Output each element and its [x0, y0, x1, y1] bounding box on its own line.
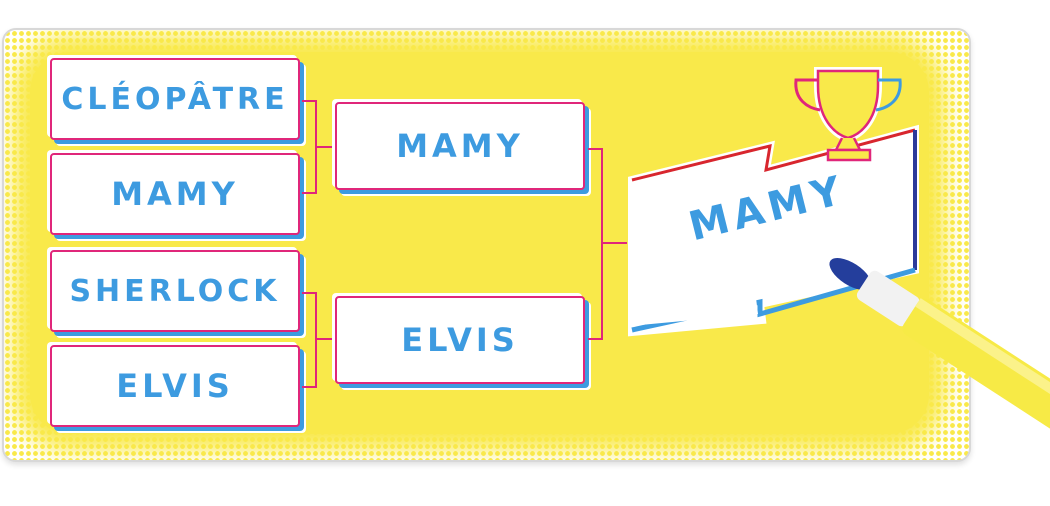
round1-slot-4[interactable]: ELVIS	[50, 345, 300, 427]
round1-slot-3[interactable]: SHERLOCK	[50, 250, 300, 332]
connector	[588, 338, 602, 340]
connector	[315, 146, 335, 148]
round2-slot-2[interactable]: ELVIS	[335, 296, 585, 384]
round1-slot-1[interactable]: CLÉOPÂTRE	[50, 58, 300, 140]
connector	[315, 292, 317, 388]
connector	[302, 386, 316, 388]
trophy-icon	[794, 67, 902, 162]
round1-slot-2[interactable]: MAMY	[50, 153, 300, 235]
connector	[315, 338, 335, 340]
connector	[601, 242, 627, 244]
connector	[302, 192, 316, 194]
connector	[302, 100, 316, 102]
connector	[601, 148, 603, 340]
round2-slot-1[interactable]: MAMY	[335, 102, 585, 190]
connector	[302, 292, 316, 294]
connector	[588, 148, 602, 150]
